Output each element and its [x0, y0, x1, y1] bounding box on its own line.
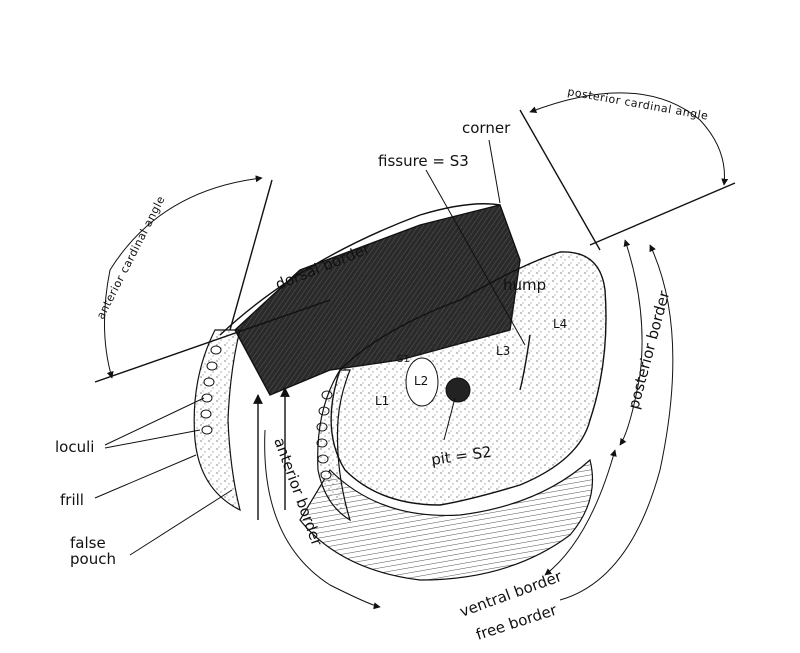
- label-hump: hump: [503, 276, 546, 294]
- loculi-leader-1: [104, 397, 205, 446]
- inner-frill: [317, 369, 352, 522]
- frill-leader: [94, 454, 197, 499]
- pit-leader: [443, 397, 456, 441]
- posterior-hinge-line: [519, 109, 601, 251]
- free-border-arc: [544, 449, 617, 576]
- lobe-l2: [405, 357, 439, 407]
- loculi-leader-2: [104, 429, 201, 449]
- label-loculi: loculi: [55, 438, 94, 456]
- frill: [193, 329, 241, 512]
- fissure-s3: [519, 334, 531, 391]
- label-corner: corner: [462, 119, 511, 137]
- posterior-extension-line: [589, 182, 736, 246]
- posterior-border-arc: [619, 239, 643, 446]
- label-l1: L1: [375, 394, 389, 408]
- corner-leader: [488, 139, 501, 204]
- outer-free-border-arc: [559, 244, 674, 601]
- label-l3: L3: [496, 344, 510, 358]
- label-l2: L2: [414, 374, 428, 388]
- label-posterior-border: posterior border: [624, 288, 673, 411]
- label-fissure: fissure = S3: [378, 152, 469, 170]
- label-anterior-cardinal-angle: anterior cardinal angle: [94, 194, 168, 322]
- valve-lateral-surface: [330, 251, 607, 506]
- label-s1: S1: [397, 354, 410, 365]
- anterior-angle-arc: [103, 175, 263, 379]
- posterior-angle-arc: [529, 92, 729, 186]
- false-pouch-leader: [129, 489, 233, 556]
- label-l4: L4: [553, 317, 567, 331]
- label-posterior-cardinal-angle: posterior cardinal angle: [566, 85, 709, 123]
- pit-s2: [445, 377, 471, 403]
- ventral-border-arc: [264, 429, 381, 610]
- label-frill: frill: [60, 491, 84, 509]
- label-pouch: pouch: [70, 550, 116, 568]
- label-false: false: [70, 534, 106, 552]
- fissure-leader: [425, 169, 526, 346]
